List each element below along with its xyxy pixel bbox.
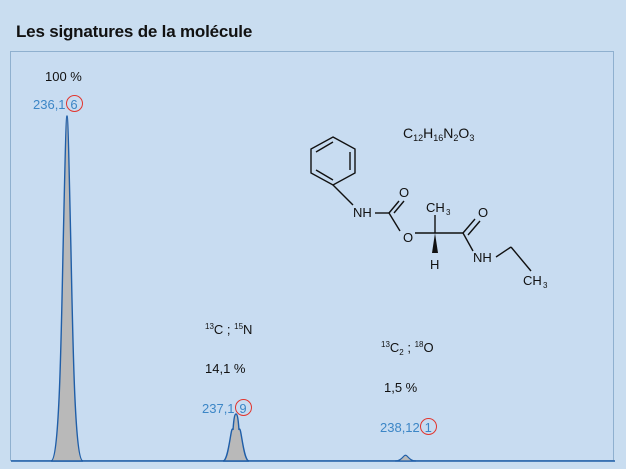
peak-1-mz-highlight: 6 — [65, 95, 83, 112]
peak-2-mz-prefix: 237,1 — [202, 401, 235, 416]
peak-1-mz-prefix: 236,1 — [33, 97, 66, 112]
molecular-formula: C12H16N2O3 — [403, 125, 475, 143]
benzene-ring — [310, 136, 356, 186]
atom-h-wedge: H — [430, 257, 439, 272]
atom-ch3-end-sub: 3 — [543, 281, 548, 290]
wedge-bond — [432, 233, 438, 253]
atom-o-ester: O — [403, 230, 413, 245]
figure-title: Les signatures de la molécule — [16, 22, 253, 41]
atom-o-carbonyl-1: O — [399, 185, 409, 200]
peak-237 — [222, 413, 250, 462]
peak-2-mz-highlight: 9 — [234, 399, 252, 416]
peak-3-intensity: 1,5 % — [384, 380, 418, 395]
peak-236 — [50, 115, 84, 462]
peak-3-mz-prefix: 238,12 — [380, 420, 420, 435]
atom-ch3-top: CH — [426, 200, 445, 215]
atom-ch3-top-sub: 3 — [446, 208, 451, 217]
peak-3-isotopes: 13C2 ; 18O — [381, 340, 434, 357]
atom-nh-1: NH — [353, 205, 372, 220]
peak-3-mz-highlight: 1 — [419, 418, 437, 435]
mass-spectrum — [11, 115, 615, 462]
atom-ch3-end: CH — [523, 273, 542, 288]
peak-1-intensity: 100 % — [45, 69, 82, 84]
peak-238 — [394, 454, 417, 462]
peak-2-isotopes: 13C ; 15N — [205, 322, 253, 337]
molecule-structure: NH O O CH 3 O H NH CH 3 — [310, 136, 548, 290]
peak-2-intensity: 14,1 % — [205, 361, 246, 376]
atom-nh-2: NH — [473, 250, 492, 265]
atom-o-carbonyl-2: O — [478, 205, 488, 220]
